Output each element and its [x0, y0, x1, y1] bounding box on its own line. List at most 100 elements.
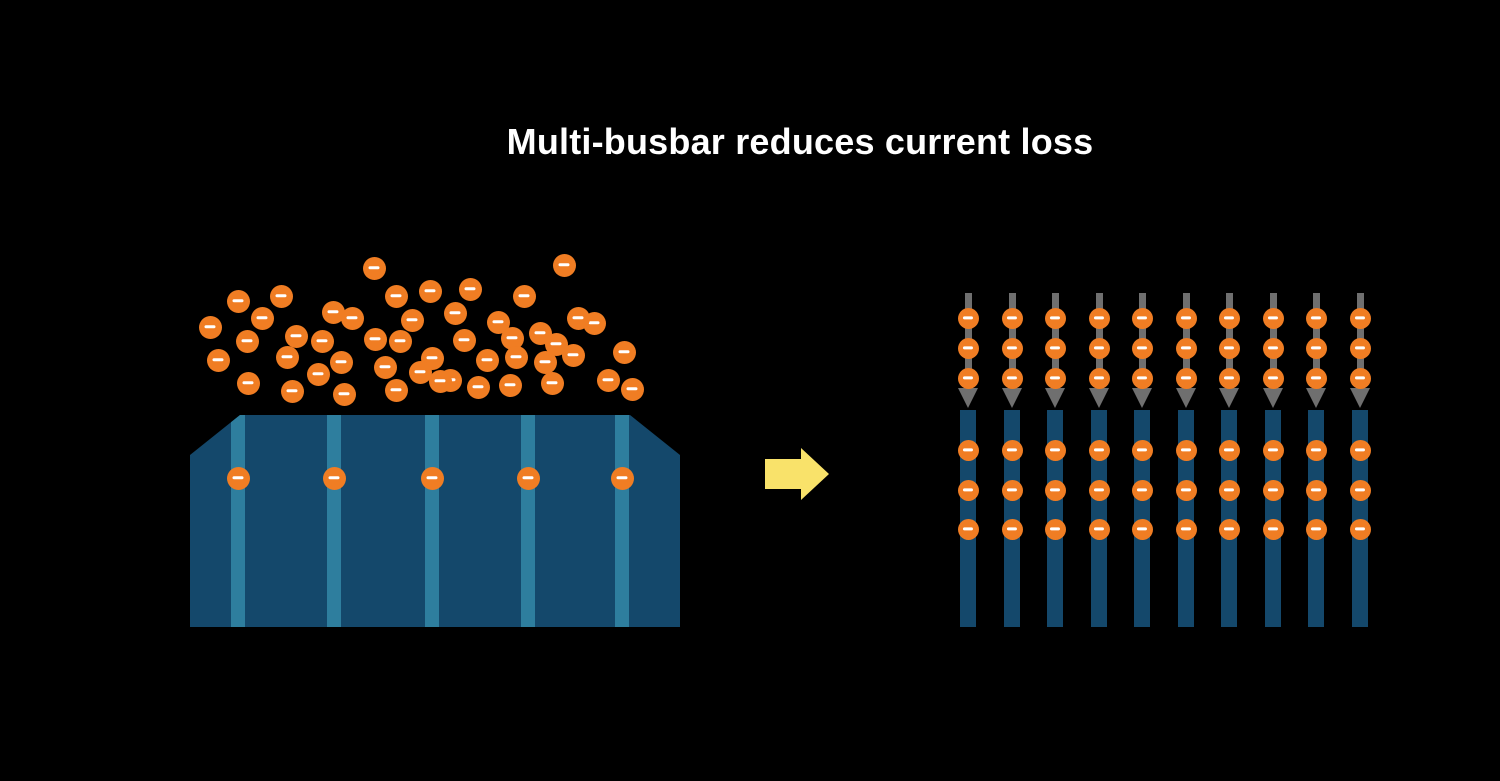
electron-icon — [466, 375, 490, 399]
electron-icon — [1175, 367, 1197, 389]
electron-icon — [957, 337, 979, 359]
electron-icon — [269, 284, 293, 308]
electron-icon — [1349, 518, 1371, 540]
electron-icon — [533, 350, 557, 374]
electron-icon — [408, 360, 432, 384]
electron-icon — [206, 348, 230, 372]
electron-icon — [1218, 337, 1240, 359]
electron-icon — [284, 324, 308, 348]
electron-icon — [1305, 439, 1327, 461]
flow-arrow-down-icon — [958, 388, 978, 408]
electron-icon — [612, 340, 636, 364]
electron-icon — [1218, 479, 1240, 501]
electron-icon — [1131, 367, 1153, 389]
diagram-title: Multi-busbar reduces current loss — [506, 121, 1094, 162]
electron-icon — [329, 350, 353, 374]
electron-icon — [620, 377, 644, 401]
electron-icon — [443, 301, 467, 325]
electron-icon — [1305, 307, 1327, 329]
electron-icon — [1175, 439, 1197, 461]
electron-icon — [235, 329, 259, 353]
electron-icon — [1262, 367, 1284, 389]
electron-icon — [1044, 337, 1066, 359]
electron-icon — [1001, 479, 1023, 501]
flow-arrow-down-icon — [1132, 388, 1152, 408]
electron-icon — [1218, 439, 1240, 461]
electron-icon — [384, 378, 408, 402]
electron-icon — [418, 279, 442, 303]
electron-icon — [475, 348, 499, 372]
electron-icon — [1262, 307, 1284, 329]
electron-icon — [1131, 518, 1153, 540]
electron-icon — [373, 355, 397, 379]
electron-icon — [1131, 307, 1153, 329]
electron-icon — [452, 328, 476, 352]
electron-icon — [596, 368, 620, 392]
flow-arrow-down-icon — [1350, 388, 1370, 408]
electron-icon — [1349, 337, 1371, 359]
electron-icon — [226, 289, 250, 313]
electron-icon — [486, 310, 510, 334]
electron-icon — [1262, 439, 1284, 461]
electron-icon — [1218, 518, 1240, 540]
electron-icon — [516, 466, 540, 490]
electron-icon — [1175, 479, 1197, 501]
electron-icon — [544, 332, 568, 356]
electron-icon — [957, 439, 979, 461]
electron-icon — [275, 345, 299, 369]
electron-icon — [362, 256, 386, 280]
electron-icon — [1001, 367, 1023, 389]
electron-icon — [552, 253, 576, 277]
electron-icon — [504, 345, 528, 369]
electron-icon — [340, 306, 364, 330]
electron-icon — [280, 379, 304, 403]
electron-icon — [957, 479, 979, 501]
electron-icon — [1262, 518, 1284, 540]
flow-arrow-down-icon — [1089, 388, 1109, 408]
electron-icon — [420, 466, 444, 490]
electron-icon — [1175, 337, 1197, 359]
electron-icon — [310, 329, 334, 353]
electron-icon — [400, 308, 424, 332]
electron-icon — [1218, 307, 1240, 329]
electron-icon — [1131, 479, 1153, 501]
electron-icon — [957, 307, 979, 329]
electron-icon — [1001, 307, 1023, 329]
electron-icon — [1175, 307, 1197, 329]
electron-icon — [512, 284, 536, 308]
electron-icon — [1131, 439, 1153, 461]
electron-icon — [1349, 479, 1371, 501]
electron-icon — [957, 518, 979, 540]
electron-icon — [1349, 367, 1371, 389]
electron-icon — [957, 367, 979, 389]
electron-icon — [1088, 518, 1110, 540]
electron-icon — [226, 466, 250, 490]
electron-icon — [1262, 337, 1284, 359]
electron-icon — [561, 343, 585, 367]
electron-icon — [1001, 337, 1023, 359]
flow-arrow-down-icon — [1219, 388, 1239, 408]
electron-icon — [1001, 518, 1023, 540]
electron-icon — [322, 466, 346, 490]
electron-icon — [1305, 479, 1327, 501]
electron-icon — [1262, 479, 1284, 501]
electron-icon — [388, 329, 412, 353]
electron-icon — [1305, 337, 1327, 359]
electron-icon — [498, 373, 522, 397]
electron-icon — [1218, 367, 1240, 389]
electron-icon — [321, 300, 345, 324]
electron-icon — [1001, 439, 1023, 461]
electron-icon — [236, 371, 260, 395]
electron-icon — [1044, 307, 1066, 329]
flow-arrow-down-icon — [1306, 388, 1326, 408]
electron-icon — [1044, 439, 1066, 461]
electron-icon — [1305, 518, 1327, 540]
electron-icon — [1088, 367, 1110, 389]
electron-icon — [458, 277, 482, 301]
electron-icon — [1044, 518, 1066, 540]
electron-icon — [198, 315, 222, 339]
